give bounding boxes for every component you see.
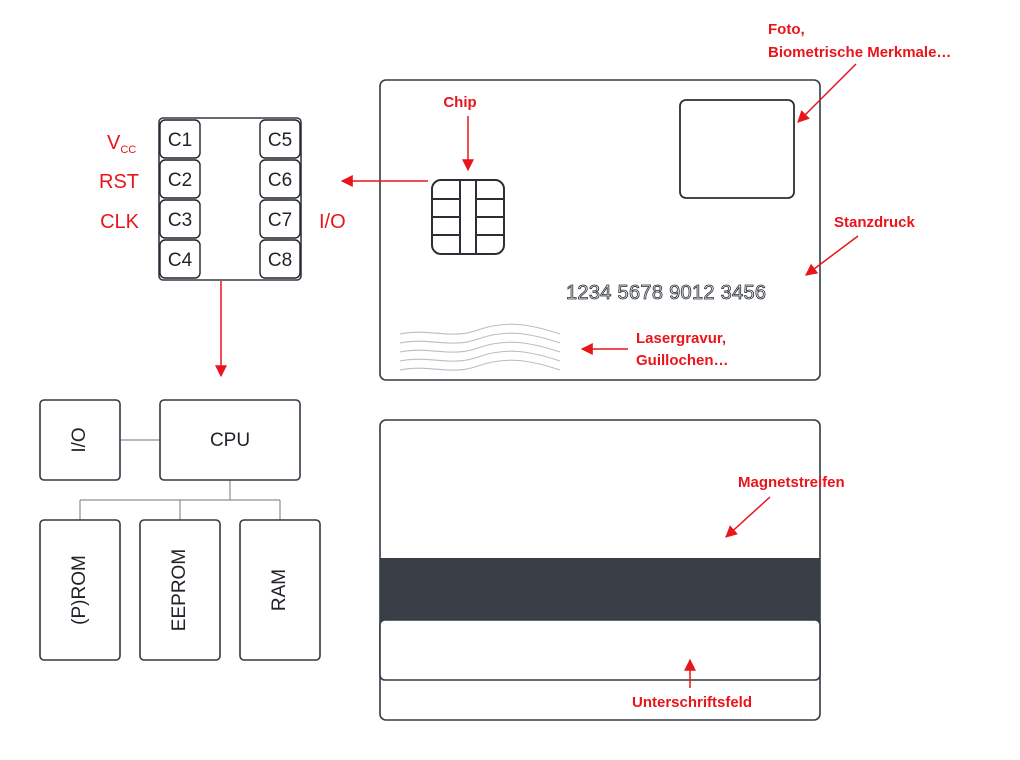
magnetic-stripe [380,558,820,622]
ram-block-label: RAM [269,569,290,611]
contact-cell-c2: C2 [159,159,201,199]
contact-label-c2: C2 [168,170,192,191]
signal-io: I/O [319,211,346,233]
annotation-guilloche: Guillochen… [636,352,729,369]
guilloche-pattern [399,323,561,371]
arrow-stanzdruck [805,235,859,276]
cpu-block: CPU [159,399,301,481]
contact-pinout: C1 C2 C3 C4 C5 C6 C7 C8 VCC [99,117,346,281]
chip-icon [431,179,505,255]
photo-field [679,99,795,199]
contact-label-c7: C7 [268,210,292,231]
contact-label-c1: C1 [168,130,192,151]
annotation-laser: Lasergravur, [636,330,726,347]
annotation-foto: Foto, [768,21,805,38]
annotation-magnetstreifen: Magnetstreifen [738,474,845,491]
prom-block-label: (P)ROM [69,555,90,625]
eeprom-block: EEPROM [139,519,221,661]
io-block-label: I/O [69,427,90,452]
signal-clk: CLK [100,211,140,233]
annotation-chip: Chip [443,94,476,111]
eeprom-block-label: EEPROM [169,549,190,631]
annotation-biometrics: Biometrische Merkmale… [768,44,951,61]
annotation-unterschriftsfeld: Unterschriftsfeld [632,694,752,711]
contact-cell-c8: C8 [259,239,301,279]
annotation-stanzdruck: Stanzdruck [834,214,916,231]
card-back [379,419,821,721]
arrow-foto [797,63,857,123]
contact-label-c4: C4 [168,250,193,271]
contact-cell-c1: C1 [159,119,201,159]
prom-block: (P)ROM [39,519,121,661]
ram-block: RAM [239,519,321,661]
signal-vcc: VCC [107,132,136,156]
contact-cell-c4: C4 [159,239,201,279]
contact-cell-c7: C7 [259,199,301,239]
contact-cell-c3: C3 [159,199,201,239]
signal-rst: RST [99,171,139,193]
contact-label-c3: C3 [168,210,192,231]
card-number: 1234 5678 9012 3456 [566,282,766,304]
contact-label-c6: C6 [268,170,292,191]
cpu-block-label: CPU [210,430,250,451]
arrow-magnetstreifen [725,496,771,538]
chip-architecture: I/O CPU (P)ROM EEPROM RAM [39,399,321,661]
contact-cell-c6: C6 [259,159,301,199]
contact-label-c8: C8 [268,250,292,271]
contact-cell-c5: C5 [259,119,301,159]
io-block: I/O [39,399,121,481]
contact-label-c5: C5 [268,130,292,151]
signature-panel [379,619,821,681]
connector-bus [79,480,281,520]
card-front: 1234 5678 9012 3456 [379,79,821,381]
